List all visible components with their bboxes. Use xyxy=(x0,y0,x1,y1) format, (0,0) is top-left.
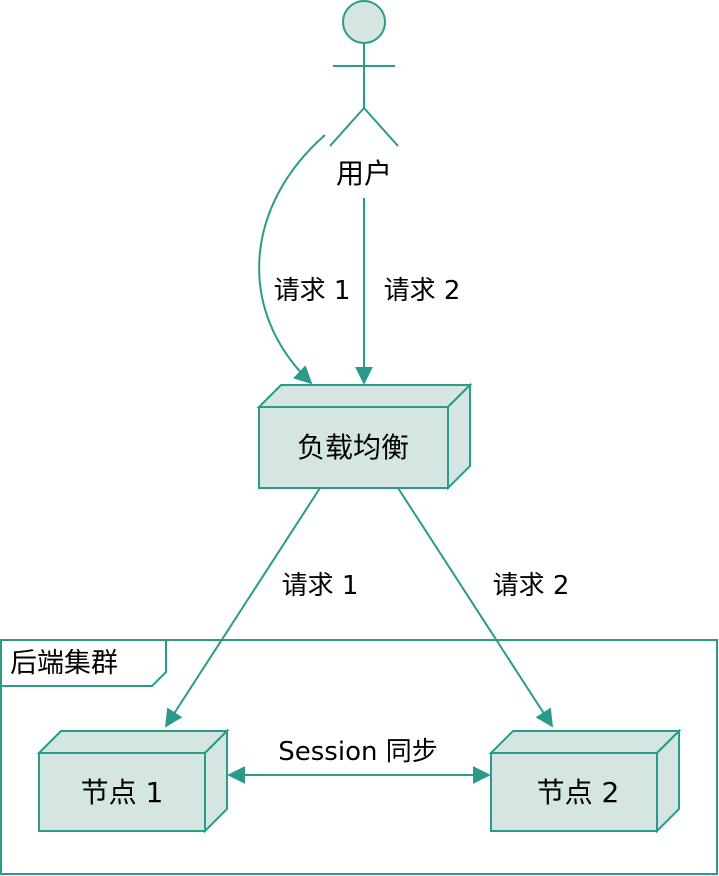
edge-label-session-sync: Session 同步 xyxy=(278,737,437,767)
node-2-label: 节点 2 xyxy=(537,776,620,809)
node-1: 节点 1 xyxy=(36,728,230,834)
edge-lb-node-2 xyxy=(397,487,553,728)
edge-label-user-lb-2: 请求 2 xyxy=(384,276,461,306)
node-1-label: 节点 1 xyxy=(81,776,164,809)
edge-label-lb-node-1: 请求 1 xyxy=(282,571,359,601)
user-actor: 用户 xyxy=(329,0,399,190)
edge-label-lb-node-2: 请求 2 xyxy=(493,571,570,601)
user-label: 用户 xyxy=(336,157,392,190)
node-2: 节点 2 xyxy=(488,728,682,834)
edge-label-user-lb-1: 请求 1 xyxy=(274,276,351,306)
load-balancer-node: 负载均衡 xyxy=(256,382,473,491)
edge-user-lb-1 xyxy=(258,134,326,385)
cluster-label: 后端集群 xyxy=(10,648,118,679)
load-balancer-label: 负载均衡 xyxy=(297,431,409,464)
edge-lb-node-1 xyxy=(165,487,321,728)
person-icon xyxy=(329,0,399,147)
cluster-frame: 后端集群 xyxy=(0,639,718,875)
